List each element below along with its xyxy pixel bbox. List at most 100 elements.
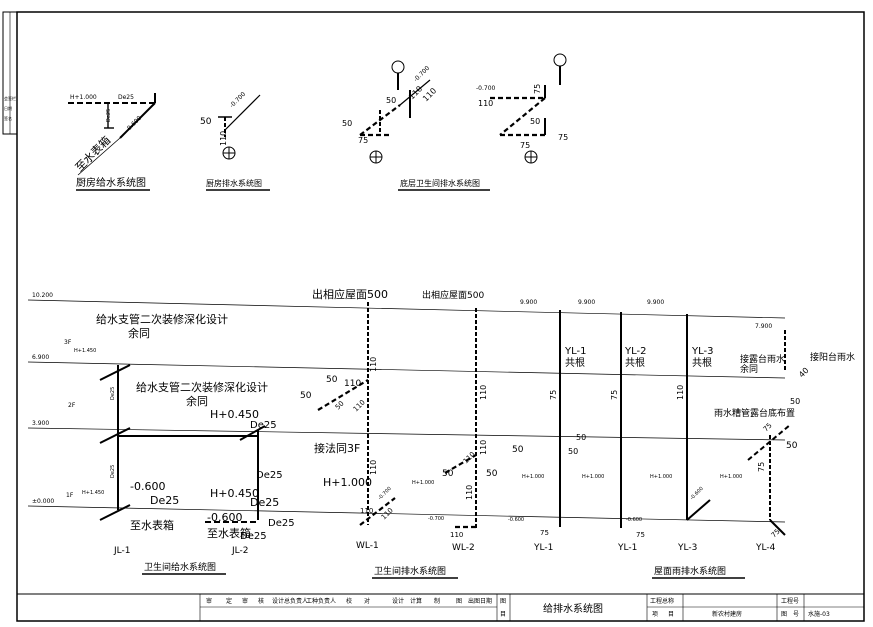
tb-proj-no-label: 工程号 [781,597,799,605]
ground-toilet-title: 底层卫生间排水系统图 [400,178,480,188]
floor-2f: 2F [68,402,76,409]
rr-110a: 110 [676,385,685,400]
td-50h: 50 [576,433,586,442]
td-110g: 110 [479,440,488,455]
title-block: 审 定 审 核 设计总负责人 工种负责人 校 对 设计 计算 制 图 出图日期 … [17,593,864,621]
gt-v4: 110 [421,86,438,103]
td-wl1: WL-1 [356,541,379,551]
ts-note1a: 给水支管二次装修深化设计 [96,312,228,326]
td-50c: 50 [334,399,346,411]
rr-50a: 50 [790,397,800,406]
td-110d: 110 [479,385,488,400]
tb-c6: 校 [346,597,352,605]
td-110e: 110 [369,460,378,475]
kitchen-elev: -0.600 [124,115,143,134]
tb-c11: 图 [456,598,462,605]
level-6900: 6.900 [32,354,49,361]
rr-yl3: YL-3 [691,346,713,357]
td-50d: 50 [442,469,454,479]
gt-v6: 75 [358,136,368,145]
td-110h: 110 [465,485,474,500]
rr-75g: 75 [770,527,782,539]
kitchen-de-label-2: De25 [106,109,112,122]
kitchen-drain-elev: -0.700 [228,91,247,110]
td-110c: 110 [369,357,378,372]
rr-yl1: YL-1 [564,346,586,357]
floor-1f: 1F [66,492,74,499]
ts-de25g: De25 [110,387,116,400]
rr-75f: 75 [636,531,645,539]
gt-v11: 75 [558,133,568,142]
rr-note-d: 雨水糟管露台底布置 [714,407,795,419]
tb-c10: 制 [434,597,440,605]
rr-50b: 50 [786,441,798,451]
td-50f: 50 [486,469,498,479]
rr-yl1c: YL-1 [617,543,637,553]
gt-v7: -0.700 [476,85,496,92]
td-wl2: WL-2 [452,543,475,553]
tb-c14: 目 [500,611,506,618]
rr-h1000c: H+1.000 [650,474,672,480]
tb-c0: 审 [206,597,212,605]
td-110b: 110 [352,398,367,413]
rr-yl3b: YL-3 [677,543,697,553]
rr-e4: 7.900 [755,323,772,330]
kitchen-drain-title: 厨房排水系统图 [206,178,262,188]
ts-de25d: De25 [250,496,279,509]
rr-e1: 9.900 [520,299,537,306]
kitchen-supply-title: 厨房给水系统图 [76,176,146,189]
rr-h1000d: H+1.000 [720,474,742,480]
kitchen-h-label: H+1.000 [70,94,97,101]
td-50g: 50 [568,447,578,456]
tb-c9: 计算 [410,597,422,605]
ground-toilet-drain-diagram: -0.700 110 50 110 50 75 -0.700 110 75 50… [342,53,568,191]
tb-fig-no-label2: 号 [793,611,799,618]
gt-v8: 110 [478,99,493,108]
rr-note-c: 接阳台雨水 [810,351,855,363]
tb-c13: 图 [500,598,506,605]
ts-meter-b: 至水表箱 [207,526,251,540]
td-m0700b: -0.700 [428,516,444,522]
rr-yl2: YL-2 [624,346,646,357]
rr-m0600b: -0.600 [626,517,642,523]
ts-de25f: De25 [240,531,267,542]
tb-c4: 设计总负责人 [272,597,308,605]
rr-note-a: 接露台雨水 [740,353,785,365]
td-h1000b: H+1.000 [412,480,434,486]
td-roof2: 出相应屋面500 [422,289,484,301]
gt-v12: 75 [520,141,530,150]
tb-c12: 出图日期 [468,597,492,605]
td-50e: 50 [512,445,524,455]
rr-m0600c: -0.600 [689,486,705,502]
kitchen-meter: 至水表箱 [72,133,113,174]
floor-level-lines: 10.200 6.900 3.900 ±0.000 3F 2F 1F H+1.4… [27,292,786,523]
margin-text-2: 日期 [4,105,12,111]
td-m0700a: -0.700 [377,486,393,502]
gt-v5: 50 [342,119,352,128]
toilet-supply-title: 卫生间给水系统图 [144,561,216,573]
level-h1: H+1.450 [82,490,104,496]
level-0000: ±0.000 [32,498,54,505]
gt-v10: 50 [530,117,540,126]
level-3900: 3.900 [32,420,49,427]
rr-40: 40 [797,366,811,380]
td-110a: 110 [344,379,361,389]
tb-project-name: 新农村建房 [712,610,742,618]
tb-fig-no: 水施-03 [808,610,830,618]
gt-v9: 75 [533,84,542,94]
rr-75e: 75 [540,529,549,537]
rr-75c: 75 [762,421,774,433]
rr-75d: 75 [757,462,766,472]
rr-e2: 9.900 [578,299,595,306]
tb-c3: 核 [258,597,264,605]
rr-yl4: YL-4 [755,543,776,553]
td-110j: 110 [450,531,463,539]
kitchen-supply-diagram: H+1.000 De25 De25 -0.600 至水表箱 厨房给水系统图 [68,93,156,191]
td-50b: 50 [300,391,312,401]
td-110k: 110 [360,507,373,515]
ts-h045a: H+0.450 [210,408,259,421]
roof-rain-title: 屋面雨排水系统图 [654,565,726,577]
ts-m0600b: -0.600 [207,511,242,524]
floor-3f: 3F [64,339,72,346]
